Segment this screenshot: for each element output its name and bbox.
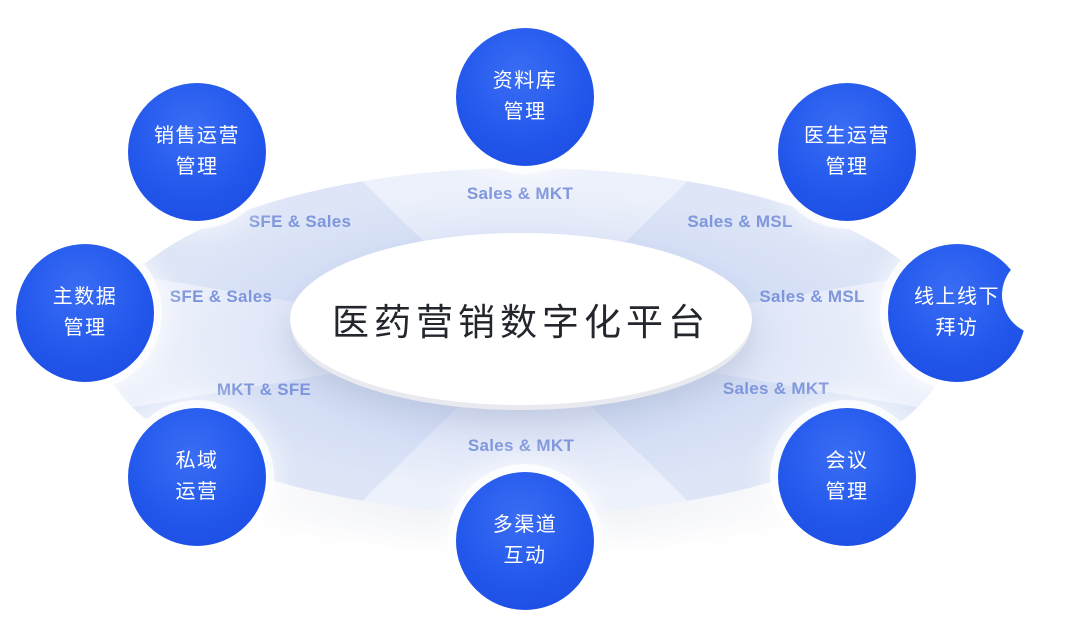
segment-label-bottom-right: Sales & MKT [722,379,830,398]
node-multichannel-interaction: 多渠道 互动 [456,472,594,610]
node-database-management: 资料库 管理 [456,28,594,166]
node-label-line2: 运营 [175,481,219,503]
segment-label-left: SFE & Sales [169,287,273,306]
node-label-line1: 医生运营 [804,125,890,147]
white-notch-artifact [1002,255,1080,335]
node-doctor-operations-management: 医生运营 管理 [778,83,916,221]
node-label-line1: 会议 [825,450,869,472]
node-label-line1: 线上线下 [914,286,1000,308]
node-online-offline-visits: 线上线下 拜访 [888,244,1026,382]
node-label-line1: 销售运营 [154,125,240,147]
segment-label-bottom-left: MKT & SFE [216,380,312,399]
segment-label-bottom: Sales & MKT [467,436,575,455]
node-label-line2: 管理 [825,156,869,178]
node-label-line2: 管理 [63,317,107,339]
node-meeting-management: 会议 管理 [778,408,916,546]
platform-title: 医药营销数字化平台 [332,302,710,343]
segment-label-right: Sales & MSL [759,287,865,306]
node-label-line2: 管理 [175,156,219,178]
node-label-line1: 资料库 [492,70,558,92]
node-sales-operations-management: 销售运营 管理 [128,83,266,221]
node-label-line1: 多渠道 [492,514,558,536]
node-label-line1: 私域 [175,450,219,472]
node-label-line2: 互动 [503,545,547,567]
segment-label-top-right: Sales & MSL [687,212,793,231]
segment-label-top: Sales & MKT [466,184,574,203]
segment-label-top-left: SFE & Sales [248,212,352,231]
node-label-line2: 拜访 [935,317,979,339]
node-label-line1: 主数据 [52,286,118,308]
node-label-line2: 管理 [825,481,869,503]
node-private-domain-operations: 私域 运营 [128,408,266,546]
center-platform-ellipse: 医药营销数字化平台 [290,233,752,405]
node-master-data-management: 主数据 管理 [16,244,154,382]
node-label-line2: 管理 [503,101,547,123]
